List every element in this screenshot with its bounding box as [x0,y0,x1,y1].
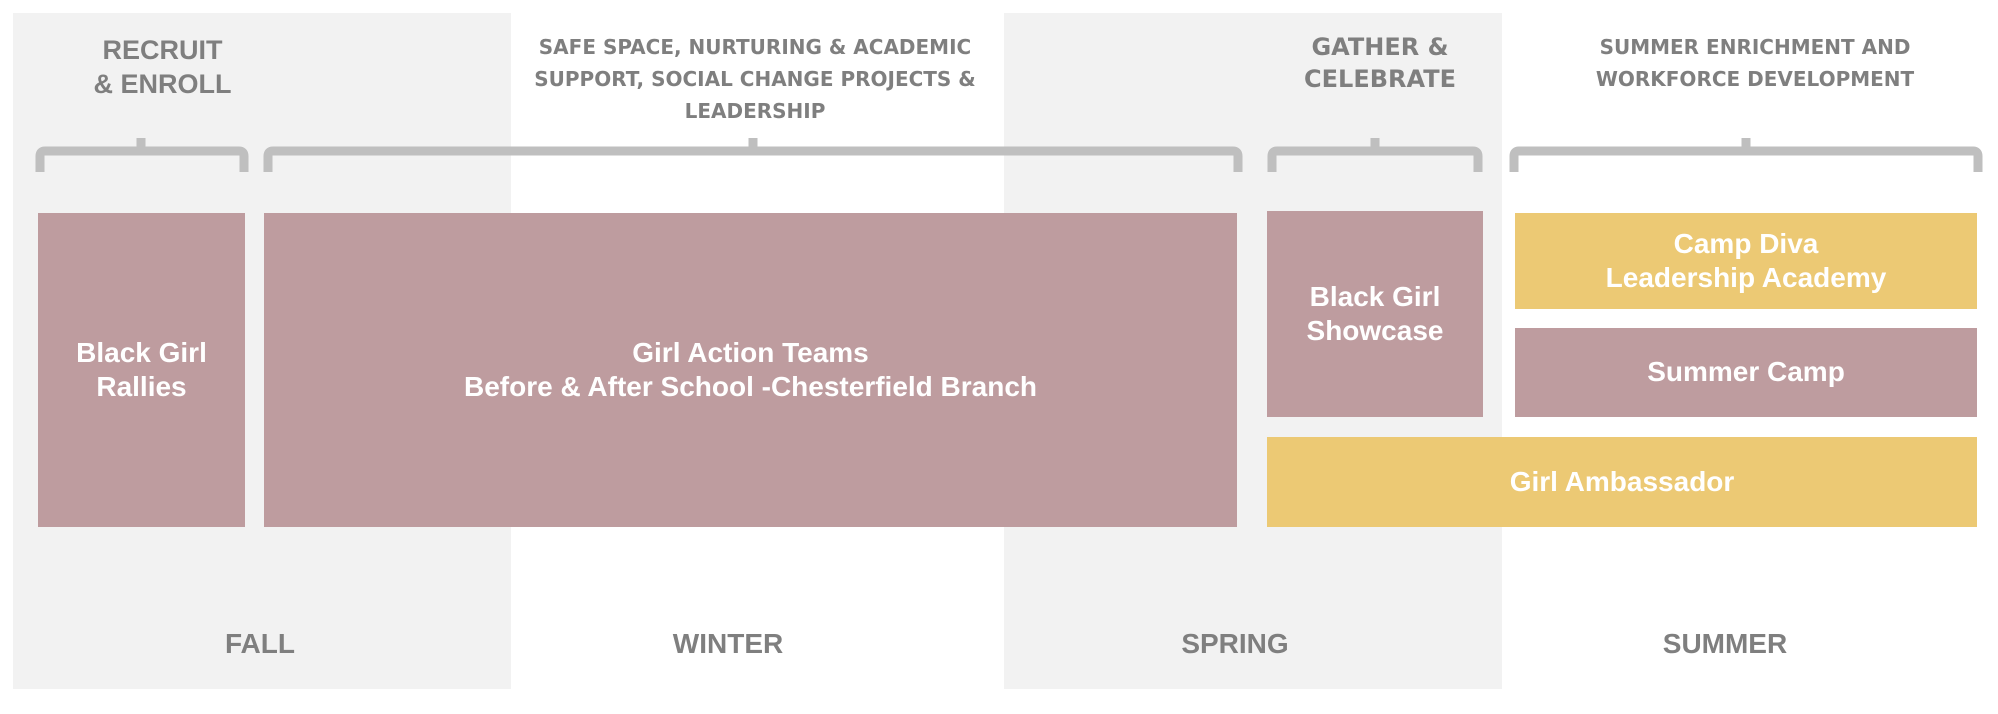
program-black-girl-showcase-line-2: Showcase [1306,315,1444,346]
season-spring: SPRING [1181,628,1289,659]
program-black-girl-showcase: Black Girl Showcase [1267,211,1483,417]
program-black-girl-rallies: Black Girl Rallies [38,213,245,527]
program-summer-camp-label: Summer Camp [1647,356,1845,388]
program-girl-ambassador: Girl Ambassador [1267,437,1977,527]
program-black-girl-rallies-line-1: Black Girl [76,336,207,368]
phase-recruit-line-2: & ENROLL [93,68,232,99]
phase-safe-space: SAFE SPACE, NURTURING & ACADEMIC SUPPORT… [510,31,1000,127]
phase-gather-celebrate: GATHER & CELEBRATE [1260,31,1500,95]
program-camp-diva: Camp Diva Leadership Academy [1515,213,1977,309]
brace-recruit [35,136,249,174]
program-girl-action-teams-line-1: Girl Action Teams [632,336,869,368]
phase-safe-space-line-2: SUPPORT, SOCIAL CHANGE PROJECTS & [534,67,976,91]
program-girl-action-teams-line-2: Before & After School -Chesterfield Bran… [463,371,1038,402]
phase-recruit-enroll: RECRUIT & ENROLL [60,34,265,102]
brace-safe-space [263,136,1243,174]
program-camp-diva-line-1: Camp Diva [1673,227,1819,259]
phase-recruit-line-1: RECRUIT [102,35,223,65]
season-winter: WINTER [672,628,784,659]
phase-safe-space-line-1: SAFE SPACE, NURTURING & ACADEMIC [538,35,972,59]
phase-summer-enrichment: SUMMER ENRICHMENT AND WORKFORCE DEVELOPM… [1540,31,1970,95]
program-summer-camp: Summer Camp [1515,328,1977,417]
brace-gather [1267,136,1483,174]
program-girl-action-teams: Girl Action Teams Before & After School … [264,213,1237,527]
phase-summer-line-1: SUMMER ENRICHMENT AND [1599,35,1911,59]
phase-safe-space-line-3: LEADERSHIP [684,99,826,123]
phase-summer-line-2: WORKFORCE DEVELOPMENT [1595,67,1915,91]
program-black-girl-showcase-line-1: Black Girl [1309,280,1441,312]
brace-summer [1509,136,1983,174]
phase-gather-line-1: GATHER & [1311,33,1449,61]
program-camp-diva-line-2: Leadership Academy [1605,262,1887,293]
program-girl-ambassador-label: Girl Ambassador [1509,465,1735,497]
season-summer: SUMMER [1662,628,1788,659]
program-black-girl-rallies-line-2: Rallies [96,371,187,402]
season-fall: FALL [225,628,295,659]
phase-gather-line-2: CELEBRATE [1304,65,1456,94]
